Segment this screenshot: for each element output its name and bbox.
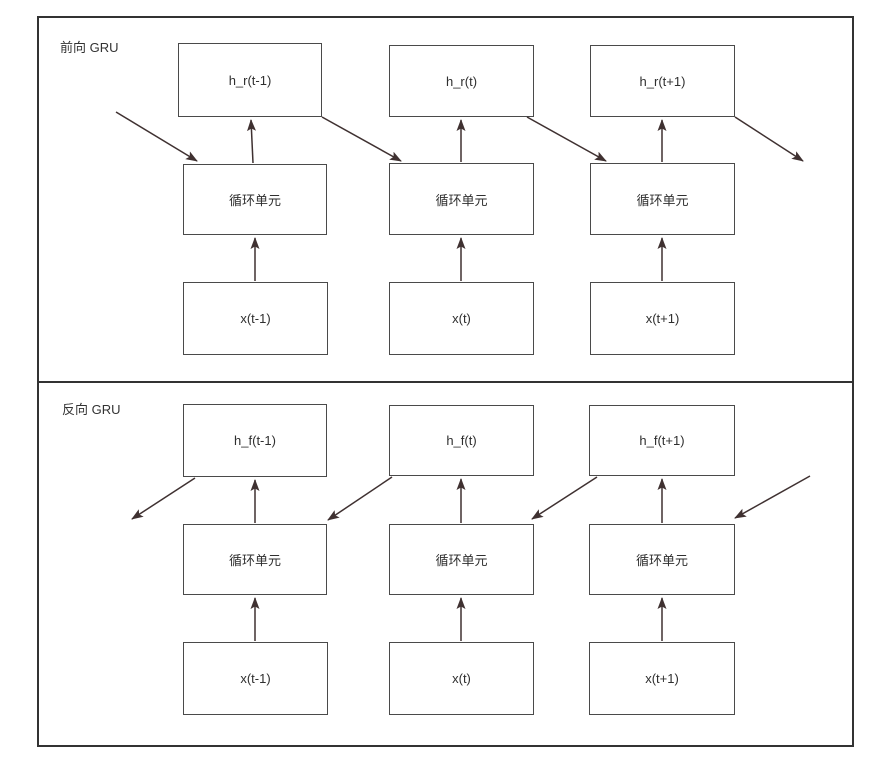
node-backward-recurrent-unit-t-minus-1: 循环单元 — [183, 524, 327, 595]
node-forward-hidden-t-minus-1: h_r(t-1) — [178, 43, 322, 117]
node-forward-input-t-minus-1: x(t-1) — [183, 282, 328, 355]
node-backward-input-t-plus-1: x(t+1) — [589, 642, 735, 715]
node-forward-hidden-t-plus-1: h_r(t+1) — [590, 45, 735, 117]
node-backward-recurrent-unit-t-plus-1: 循环单元 — [589, 524, 735, 595]
backward-gru-panel-title: 反向 GRU — [62, 402, 121, 417]
node-backward-hidden-t-minus-1: h_f(t-1) — [183, 404, 327, 477]
node-forward-hidden-t: h_r(t) — [389, 45, 534, 117]
node-forward-recurrent-unit-t-plus-1: 循环单元 — [590, 163, 735, 235]
node-forward-input-t: x(t) — [389, 282, 534, 355]
panel-divider-line — [37, 381, 852, 383]
node-forward-recurrent-unit-t: 循环单元 — [389, 163, 534, 235]
node-backward-hidden-t-plus-1: h_f(t+1) — [589, 405, 735, 476]
forward-gru-panel-title: 前向 GRU — [60, 40, 119, 55]
node-backward-recurrent-unit-t: 循环单元 — [389, 524, 534, 595]
node-backward-input-t: x(t) — [389, 642, 534, 715]
node-backward-hidden-t: h_f(t) — [389, 405, 534, 476]
node-forward-input-t-plus-1: x(t+1) — [590, 282, 735, 355]
node-forward-recurrent-unit-t-minus-1: 循环单元 — [183, 164, 327, 235]
node-backward-input-t-minus-1: x(t-1) — [183, 642, 328, 715]
